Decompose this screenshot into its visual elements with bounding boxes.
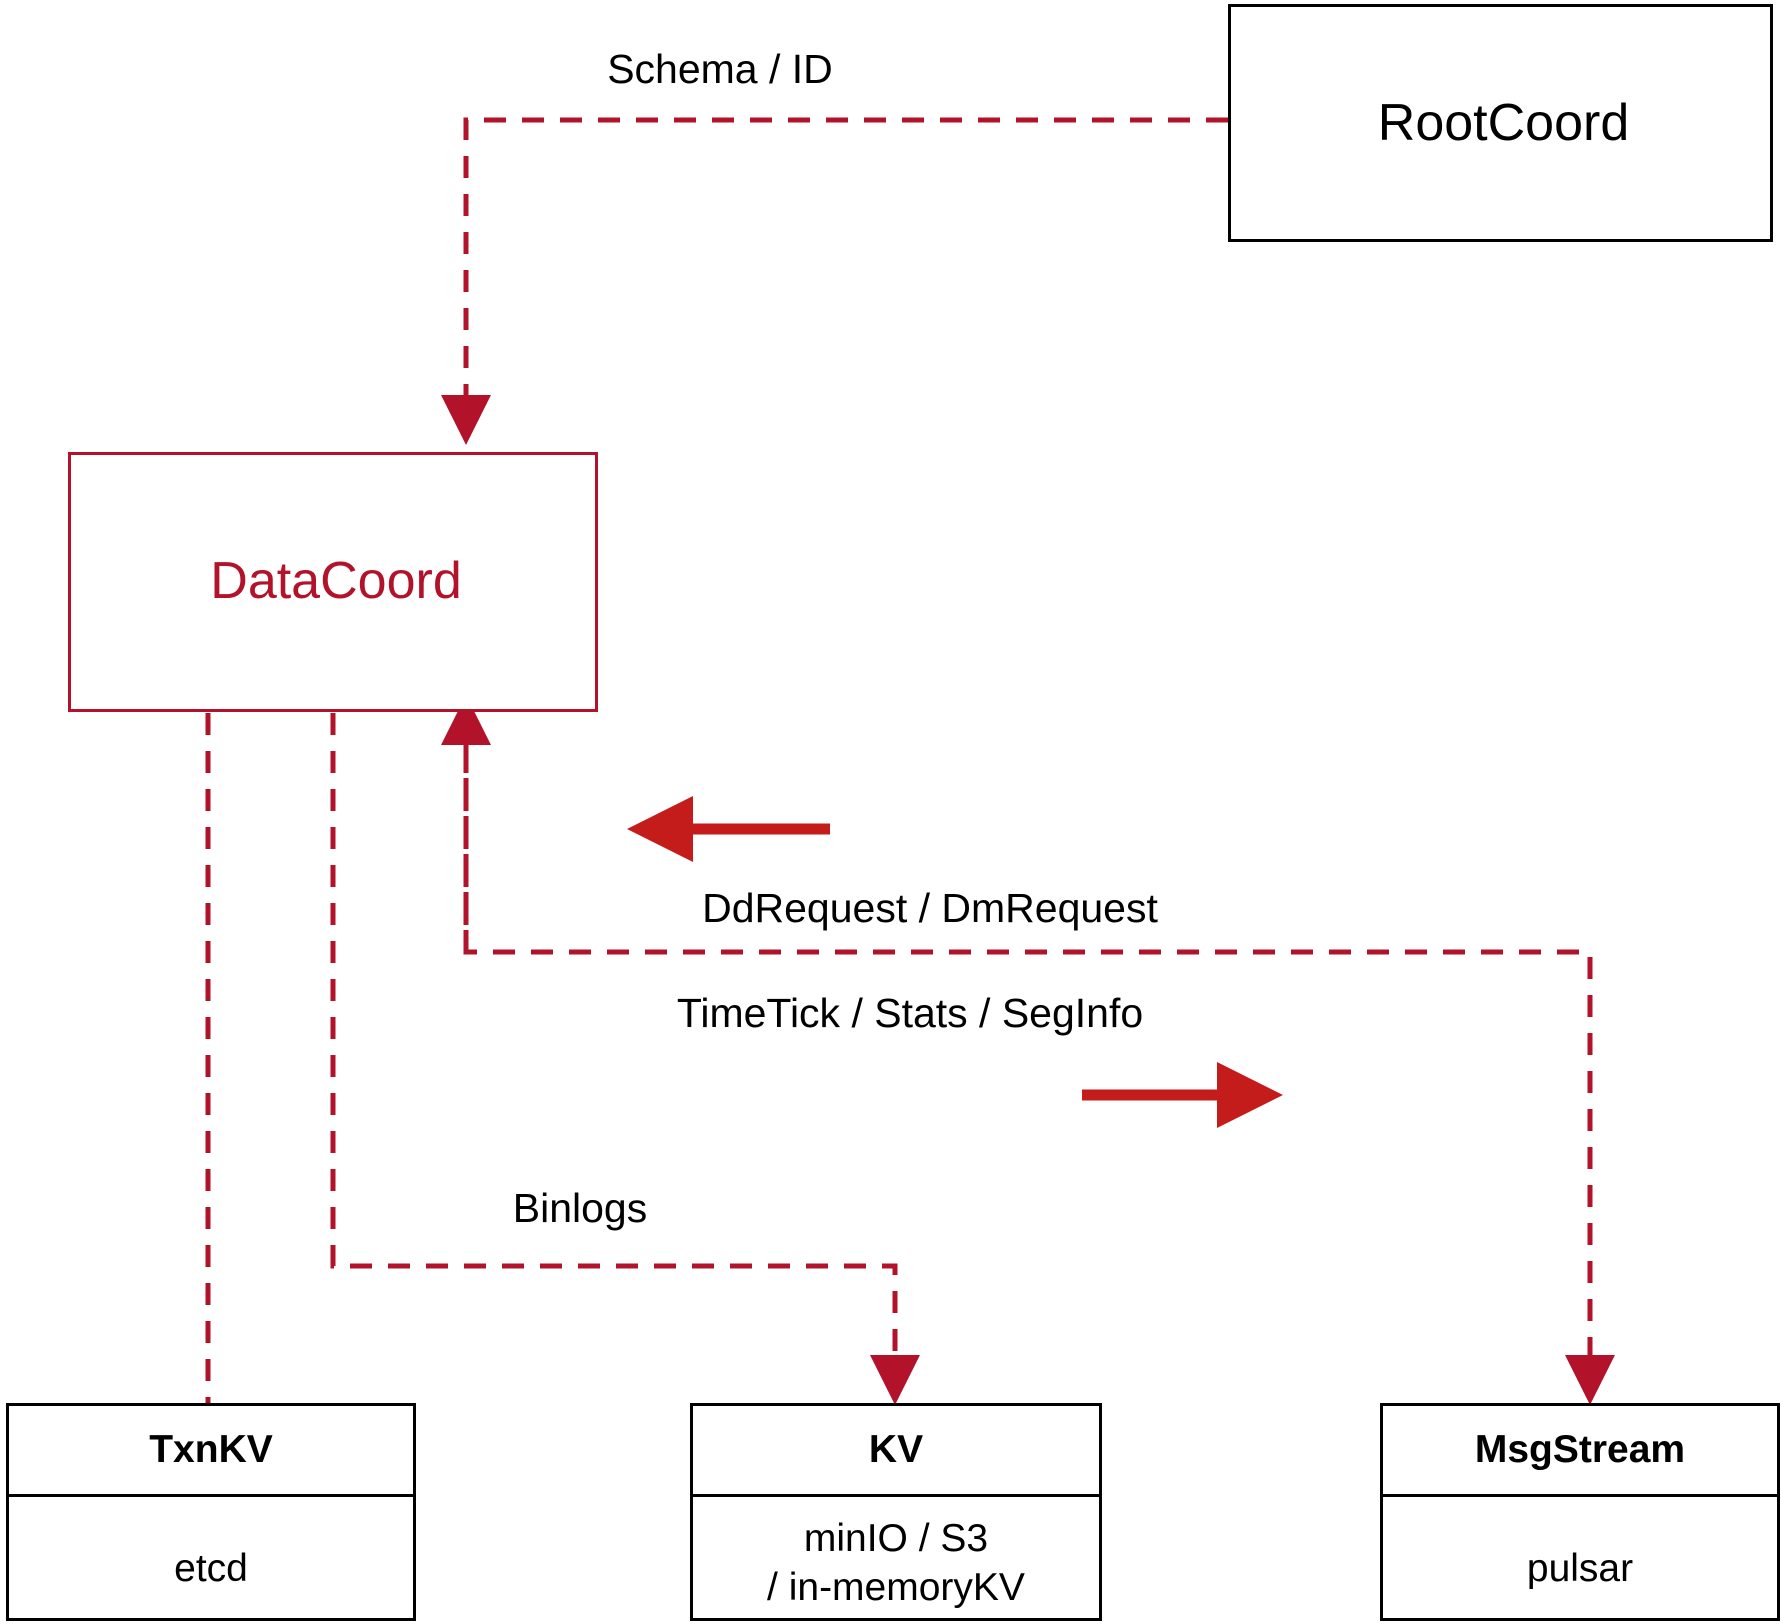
edge-label-schema-id: Schema / ID: [607, 46, 833, 92]
node-datacoord-label: DataCoord: [210, 552, 462, 610]
node-txnkv-title: TxnKV: [149, 1428, 273, 1471]
edge-label-binlogs: Binlogs: [512, 1185, 648, 1231]
node-rootcoord-label: RootCoord: [1377, 94, 1630, 152]
edge-schema-id: [441, 117, 1228, 445]
node-kv-body-line1: minIO / S3: [803, 1517, 989, 1560]
node-txnkv-body: etcd: [174, 1547, 248, 1590]
node-msgstream-body: pulsar: [1526, 1547, 1634, 1590]
node-datacoord[interactable]: DataCoord: [68, 452, 598, 712]
node-msgstream[interactable]: MsgStream pulsar: [1380, 1403, 1780, 1621]
node-kv-title: KV: [868, 1428, 924, 1471]
node-kv-body-line2: / in-memoryKV: [767, 1565, 1025, 1609]
node-msgstream-title: MsgStream: [1474, 1428, 1686, 1471]
node-kv-divider: [693, 1494, 1099, 1497]
node-txnkv-divider: [9, 1494, 413, 1497]
node-msgstream-divider: [1383, 1494, 1777, 1497]
node-rootcoord[interactable]: RootCoord: [1228, 4, 1773, 242]
edge-datacoord-msgstream: [441, 695, 1615, 1405]
edge-binlogs: [330, 713, 920, 1405]
node-txnkv[interactable]: TxnKV etcd: [6, 1403, 416, 1621]
node-kv[interactable]: KV minIO / S3 / in-memoryKV: [690, 1403, 1102, 1621]
edge-label-timetick-stats-seginfo: TimeTick / Stats / SegInfo: [676, 990, 1144, 1036]
edge-label-ddrequest-dmrequest: DdRequest / DmRequest: [702, 885, 1158, 931]
